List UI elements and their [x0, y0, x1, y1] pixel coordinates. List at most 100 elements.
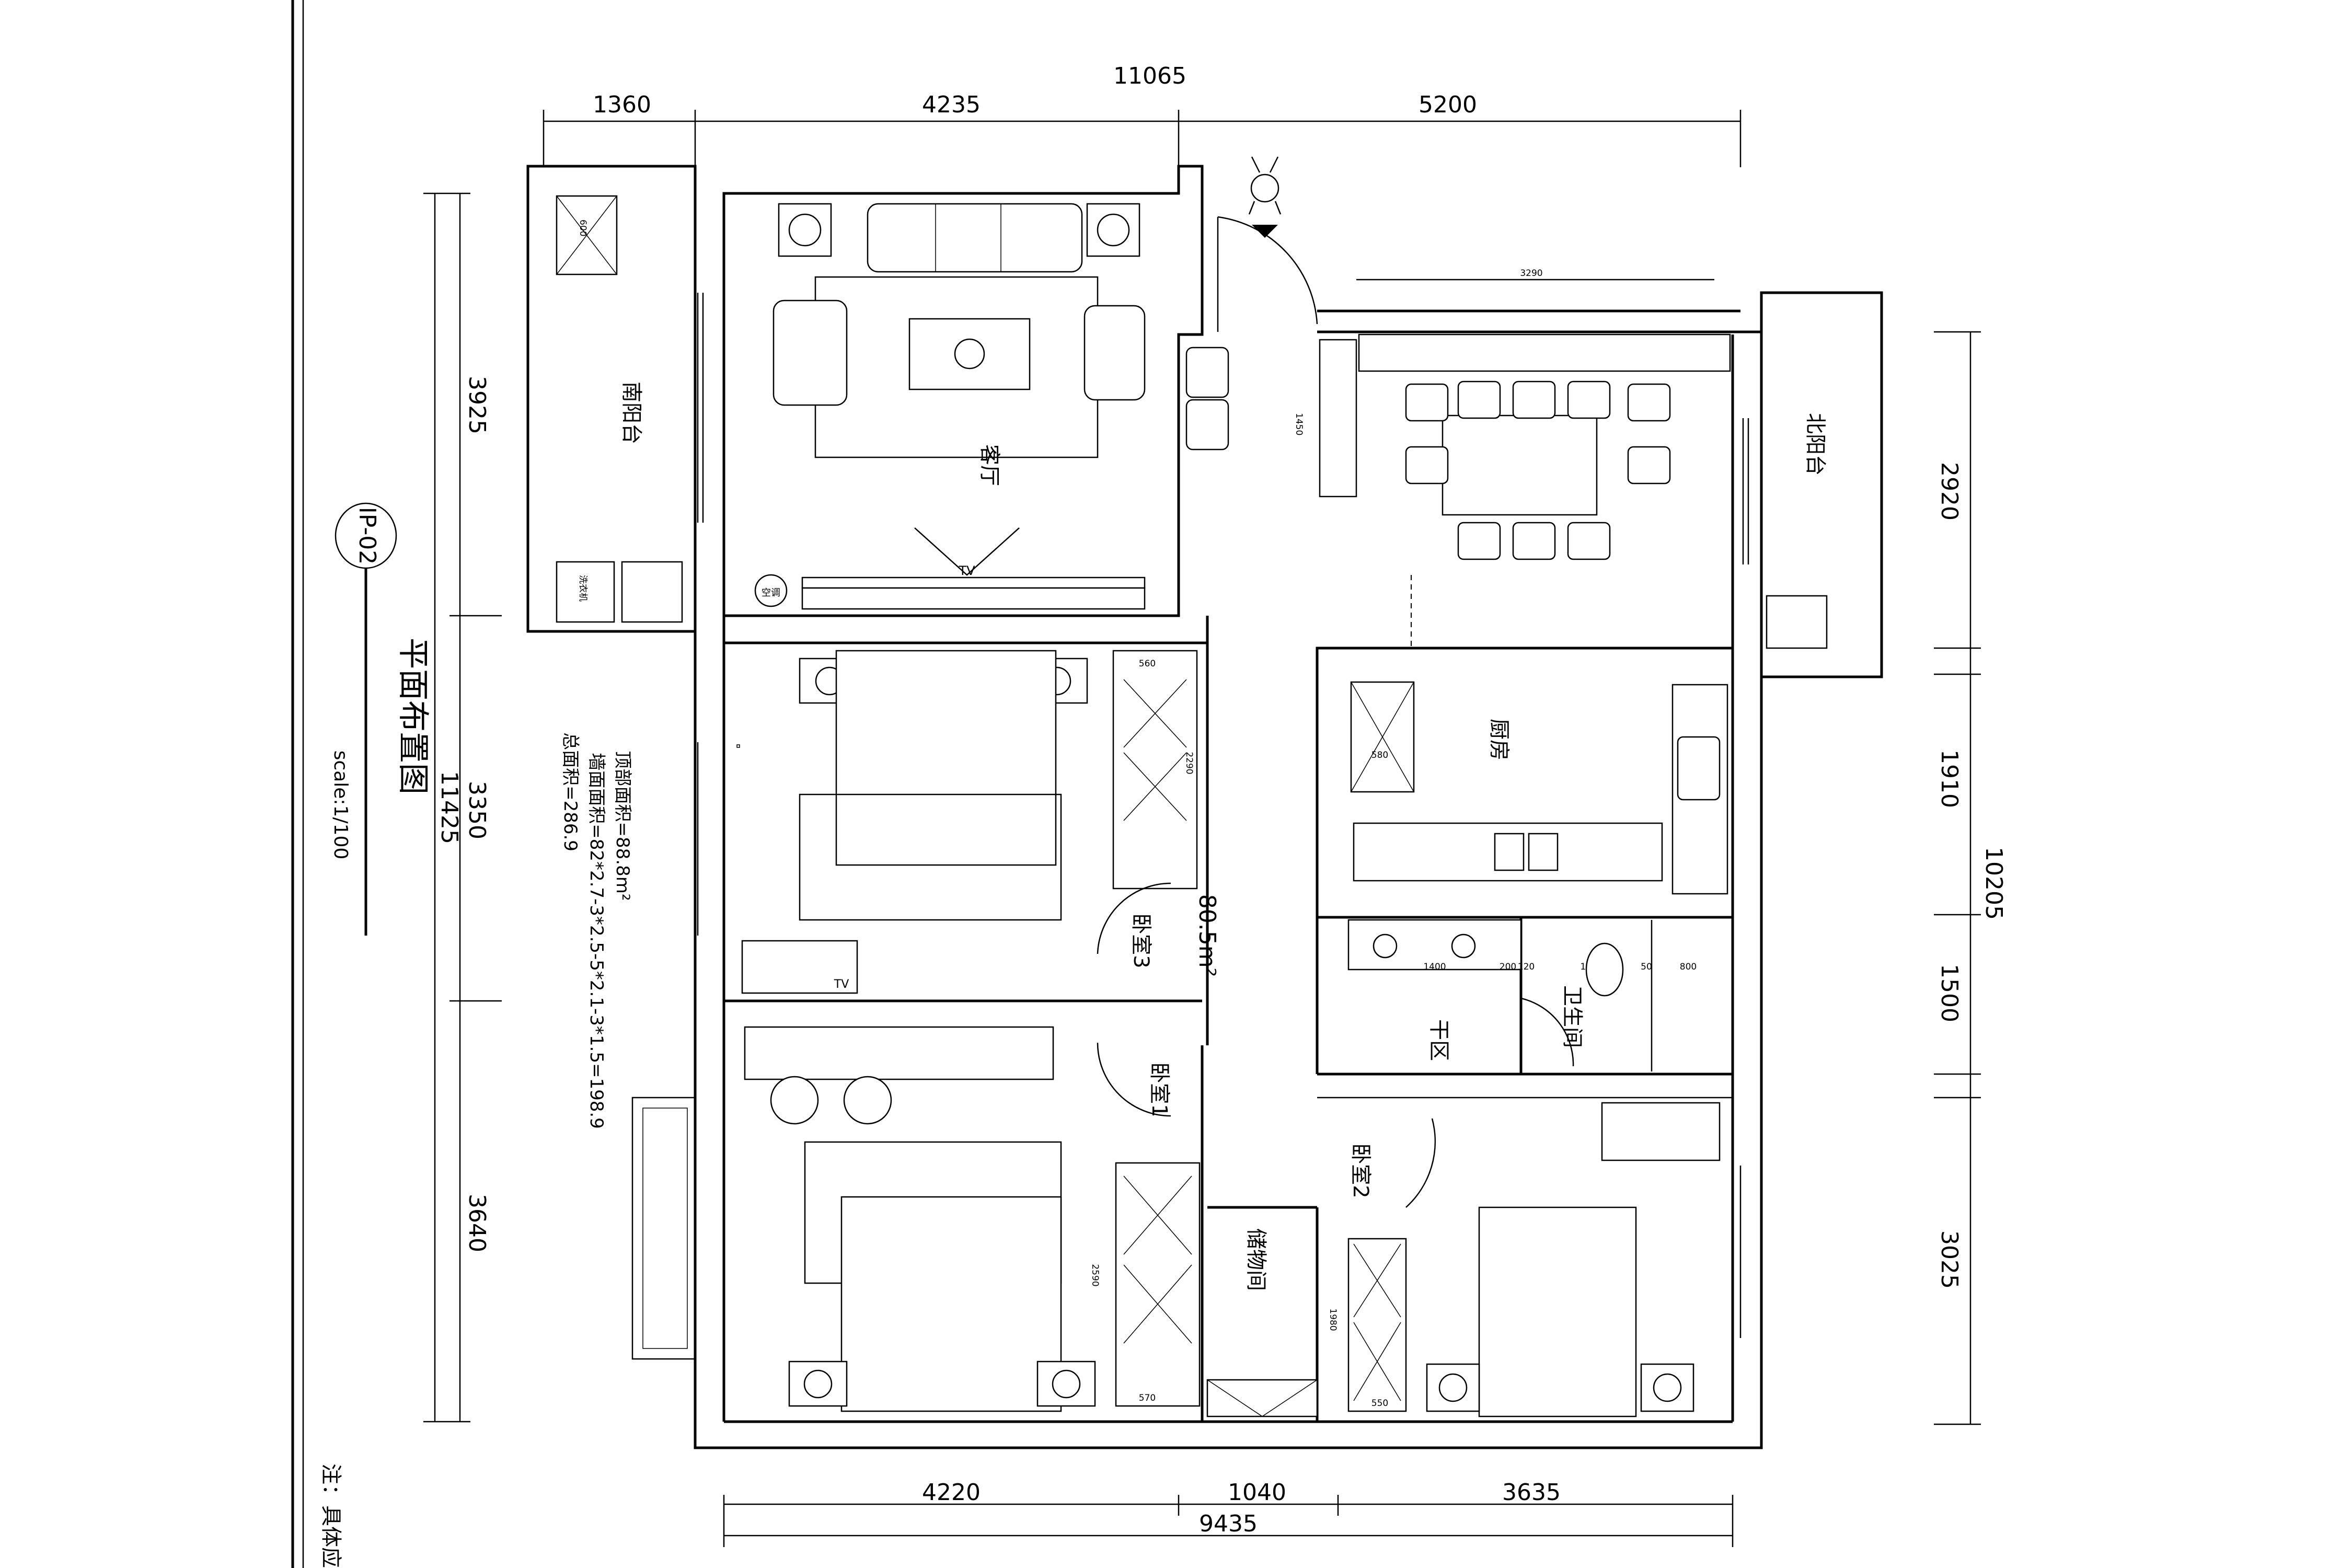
bottom-dim-a: 4220	[922, 1479, 981, 1506]
desk	[741, 940, 858, 994]
bay-window-frame	[631, 1097, 696, 1360]
cabinet-cross	[556, 195, 617, 275]
bathroom-door-swing	[1520, 997, 1574, 1067]
person-limbs-icon	[1248, 156, 1282, 215]
shelf-cross	[1207, 1379, 1318, 1417]
left-dim-b: 3350	[464, 781, 490, 839]
desk	[1601, 1102, 1721, 1161]
room-label-living: 客厅	[977, 444, 1001, 486]
room-label-bedroom2: 卧室2	[1348, 1143, 1373, 1198]
tv-view-lines	[914, 527, 1020, 576]
wardrobe-length-dim: 1980	[1328, 1308, 1338, 1331]
room-label-bathroom: 卫生间	[1560, 985, 1584, 1048]
drawing-scale: scale:1/100	[330, 751, 351, 860]
dining-chair	[1567, 381, 1611, 419]
wardrobe	[1115, 1162, 1201, 1407]
bottom-total-dim: 9435	[1199, 1511, 1258, 1537]
basin-icon	[1373, 933, 1398, 959]
wall-area-text: 墙面面积=82*2.7-3*2.5-5*2.1-3*1.5=198.9	[586, 753, 607, 1129]
stool	[843, 1076, 892, 1125]
south-balcony-furniture: 600 洗衣机	[556, 195, 683, 623]
wardrobe-cross	[1123, 679, 1187, 821]
basin-icon	[1451, 933, 1476, 959]
double-vanity	[1347, 919, 1522, 971]
total-area-text: 总面积=286.9	[560, 732, 581, 851]
dining-chair	[1512, 381, 1556, 419]
wardrobe-cross	[1353, 1243, 1401, 1401]
dining-width-dim: 3290	[1520, 268, 1542, 279]
lamp-icon	[803, 1369, 833, 1399]
laundry-sink	[1766, 595, 1828, 649]
ac-unit-icon	[754, 574, 788, 607]
wardrobe-depth-dim: 570	[1139, 1393, 1156, 1403]
dining-chair	[1457, 381, 1501, 419]
ac-label: 空调	[762, 587, 780, 598]
washing-machine	[556, 561, 615, 623]
dining-table	[1442, 414, 1598, 516]
dining-chair	[1627, 383, 1671, 422]
lamp-icon	[1438, 1373, 1468, 1402]
storage-shelf	[1206, 1379, 1318, 1417]
right-dim-c: 1500	[1936, 964, 1963, 1022]
kitchen-outline	[1316, 647, 1734, 919]
bath-dim-800: 800	[1680, 962, 1697, 972]
sofa	[867, 203, 1083, 273]
bath-dim-50: 50	[1641, 962, 1652, 972]
top-dimension-chain: 11065 1360 4235 5200	[543, 63, 1742, 167]
title-block: IP-02 平面布置图 scale:1/100 顶部面积=88.8m² 墙面面积…	[319, 502, 633, 1568]
left-total-dim: 11425	[436, 771, 463, 844]
entrance	[1217, 156, 1318, 332]
windows	[697, 293, 1749, 1338]
dining-chair	[1457, 522, 1501, 560]
right-dim-b: 1910	[1936, 750, 1963, 808]
lamp-icon	[1653, 1373, 1682, 1402]
room-label-storage: 储物间	[1244, 1228, 1268, 1291]
left-dimension-chain: 3925 3350 3640 11425	[423, 192, 502, 1423]
stove-burner	[1528, 833, 1559, 871]
entrance-arrow-icon	[1252, 225, 1278, 238]
bath-dim-120: 120	[1518, 962, 1535, 972]
coffee-table	[908, 318, 1031, 390]
person-icon	[1250, 174, 1279, 203]
wardrobe-length-dim: 2590	[1090, 1264, 1100, 1286]
room-label-kitchen: 厨房	[1487, 719, 1511, 760]
drawing-code: IP-02	[354, 507, 381, 564]
top-dim-c: 5200	[1419, 91, 1477, 118]
left-dim-a: 3925	[464, 376, 490, 434]
double-bed	[840, 1196, 1062, 1412]
shoe-stool	[1185, 347, 1229, 398]
dining-chair	[1627, 446, 1671, 485]
wardrobe	[1347, 1238, 1407, 1412]
nightstand	[1426, 1363, 1480, 1412]
wardrobe-length-dim: 2290	[1184, 752, 1194, 774]
right-dim-a: 2920	[1936, 462, 1963, 521]
kitchen-furniture: 580 厨房	[1350, 681, 1728, 895]
lamp-icon	[1052, 1369, 1081, 1399]
exterior-walls	[526, 165, 1883, 1449]
armchair	[773, 299, 848, 406]
stool	[770, 1076, 819, 1125]
bottom-dim-b: 1040	[1228, 1479, 1286, 1506]
bedroom1-furniture: 2590 570 卧室1	[631, 744, 1201, 1412]
wardrobe-depth-dim: 560	[1139, 659, 1156, 669]
living-room-walls	[722, 165, 1204, 617]
bedroom3-furniture: 560 2290 TV 卧室3 80.5m²	[741, 650, 1220, 994]
north-balcony-outline	[1760, 291, 1883, 678]
living-room-furniture: 客厅 TV 空调 南阳台	[619, 203, 1229, 610]
vanity-width-dim: 1400	[1423, 962, 1446, 972]
tv-cabinet	[801, 577, 1146, 589]
bottom-dim-c: 3635	[1502, 1479, 1561, 1506]
right-total-dim: 10205	[1980, 847, 2007, 920]
room-label-north-balcony: 北阳台	[1803, 413, 1827, 476]
armchair	[1083, 305, 1146, 401]
shoe-stool	[1185, 399, 1229, 451]
desk	[744, 1026, 1054, 1080]
storage-furniture: 储物间	[1206, 1228, 1318, 1417]
dining-chair	[1405, 446, 1449, 485]
bath-dim-200: 200	[1500, 962, 1516, 972]
lamp-icon	[788, 213, 822, 247]
double-bed	[835, 650, 1057, 866]
fridge-depth-dim: 580	[1371, 750, 1388, 760]
room-label-bedroom1: 卧室1	[1147, 1062, 1171, 1117]
kitchen-sink	[1677, 736, 1721, 801]
